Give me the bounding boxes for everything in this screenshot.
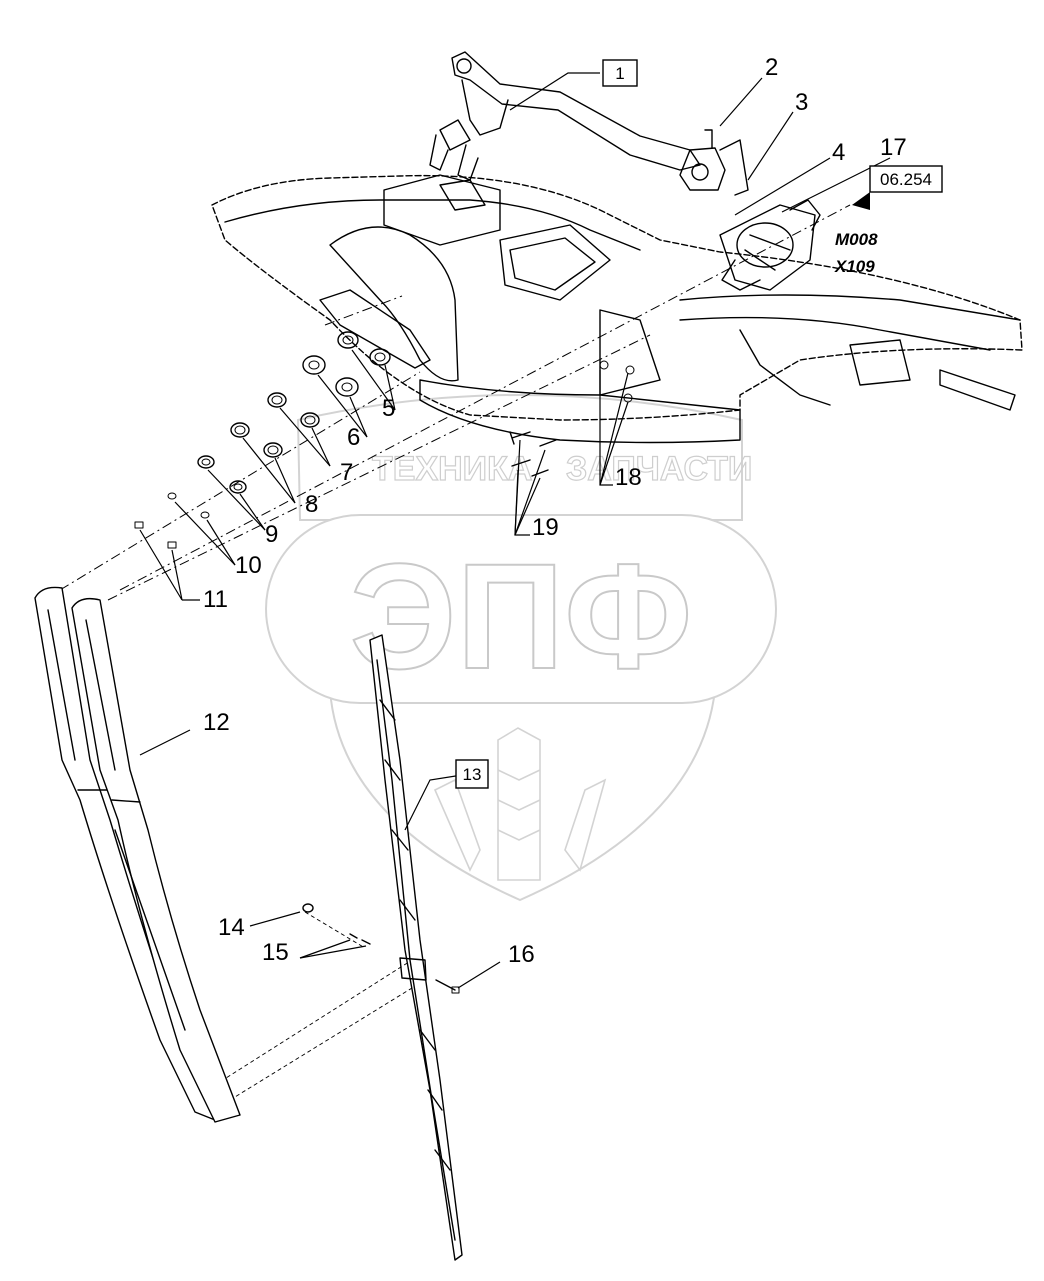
callout-17: 17 bbox=[880, 134, 907, 161]
watermark-text-left: ТЕХНИКА bbox=[372, 450, 532, 488]
callout-4: 4 bbox=[832, 139, 845, 166]
callout-15: 15 bbox=[262, 939, 289, 966]
connector-motor-code: M008 bbox=[835, 230, 878, 249]
bolts bbox=[509, 360, 635, 477]
callout-19: 19 bbox=[532, 514, 559, 541]
callout-box-1 bbox=[602, 59, 638, 87]
watermark-logo-letters: ЭПФ bbox=[350, 532, 693, 700]
grain-icon bbox=[433, 727, 607, 881]
callout-7: 7 bbox=[340, 459, 353, 486]
wiper-motor bbox=[719, 199, 821, 291]
reference-box-label: 06.254 bbox=[880, 170, 932, 189]
callout-1: 1 bbox=[615, 64, 624, 83]
connector-plug-code: X109 bbox=[834, 257, 875, 276]
watermark-text-right: ЗАПЧАСТИ bbox=[566, 450, 752, 488]
washer-stack bbox=[134, 331, 391, 549]
leader-lines bbox=[139, 72, 891, 989]
watermark-plate bbox=[265, 514, 777, 704]
callout-16: 16 bbox=[508, 941, 535, 968]
callout-2: 2 bbox=[765, 54, 778, 81]
callout-9: 9 bbox=[265, 521, 278, 548]
callout-6: 6 bbox=[347, 424, 360, 451]
reference-box[interactable] bbox=[869, 165, 943, 193]
blade-fasteners bbox=[302, 903, 460, 994]
callout-11: 11 bbox=[203, 586, 228, 613]
callout-box-13 bbox=[455, 759, 489, 789]
callout-8: 8 bbox=[305, 491, 318, 518]
wiper-blade bbox=[369, 634, 463, 1261]
center-lines bbox=[59, 204, 851, 1101]
callout-14: 14 bbox=[218, 914, 245, 941]
callout-5: 5 bbox=[382, 395, 395, 422]
cab-housing bbox=[211, 174, 1023, 444]
reference-arrow-icon bbox=[852, 192, 870, 210]
wiper-arms bbox=[34, 586, 241, 1123]
callout-13: 13 bbox=[463, 765, 482, 784]
callout-18: 18 bbox=[615, 464, 642, 491]
watermark: ТЕХНИКА ЗАПЧАСТИ ЭПФ bbox=[265, 394, 777, 902]
wiper-linkage bbox=[429, 51, 749, 196]
callout-3: 3 bbox=[795, 89, 808, 116]
callout-12: 12 bbox=[203, 709, 230, 736]
callout-10: 10 bbox=[235, 552, 262, 579]
